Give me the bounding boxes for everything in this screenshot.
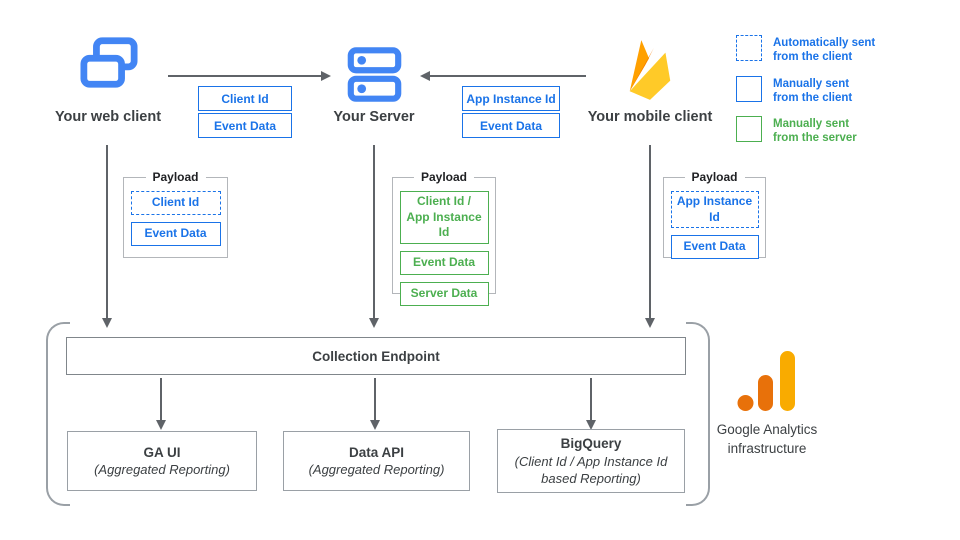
bigquery-subtitle: (Client Id / App Instance Id based Repor… bbox=[514, 453, 668, 486]
mobile-client-label: Your mobile client bbox=[587, 109, 713, 125]
payload-server-event-data: Event Data bbox=[399, 250, 489, 275]
collection-endpoint-box: Collection Endpoint bbox=[66, 337, 686, 375]
flow-label-app-instance-id: App Instance Id bbox=[462, 86, 560, 111]
payload-web-title: Payload bbox=[145, 170, 206, 184]
payload-mobile-title: Payload bbox=[684, 170, 745, 184]
server-icon bbox=[347, 46, 402, 104]
payload-server-title: Payload bbox=[413, 170, 475, 184]
bigquery-title: BigQuery bbox=[560, 435, 622, 451]
payload-web-event-data: Event Data bbox=[130, 222, 221, 246]
flow-label-event-data: Event Data bbox=[198, 113, 292, 138]
ga-ui-subtitle: (Aggregated Reporting) bbox=[94, 462, 230, 478]
payload-server-ids: Client Id /App Instance Id bbox=[399, 191, 489, 244]
legend-swatch-manual-client bbox=[736, 76, 762, 102]
infrastructure-caption: Google Analytics infrastructure bbox=[716, 422, 818, 456]
payload-mobile: Payload App Instance Id Event Data bbox=[663, 170, 766, 260]
legend-swatch-manual-server bbox=[736, 116, 762, 142]
ga-ui-title: GA UI bbox=[143, 444, 181, 460]
web-client-label: Your web client bbox=[54, 109, 162, 125]
infrastructure-bracket-right bbox=[686, 322, 710, 506]
legend-swatch-auto-client bbox=[736, 35, 762, 61]
payload-server: Payload Client Id /App Instance Id Event… bbox=[392, 170, 496, 306]
payload-web-client-id: Client Id bbox=[130, 191, 221, 215]
payload-server-server-data: Server Data bbox=[399, 281, 489, 306]
flow-label-event-data-mobile: Event Data bbox=[462, 113, 560, 138]
data-api-box: Data API (Aggregated Reporting) bbox=[283, 431, 470, 491]
payload-mobile-app-instance-id: App Instance Id bbox=[670, 191, 759, 229]
web-client-icon bbox=[80, 36, 138, 92]
flow-label-client-id: Client Id bbox=[198, 86, 292, 111]
google-analytics-logo bbox=[734, 349, 798, 413]
data-api-subtitle: (Aggregated Reporting) bbox=[308, 462, 445, 478]
bigquery-box: BigQuery (Client Id / App Instance Id ba… bbox=[497, 429, 685, 493]
payload-web: Payload Client Id Event Data bbox=[123, 170, 228, 258]
firebase-flame-icon bbox=[623, 38, 677, 102]
data-api-title: Data API bbox=[348, 444, 404, 460]
ga-ui-box: GA UI (Aggregated Reporting) bbox=[67, 431, 257, 491]
server-label: Your Server bbox=[333, 109, 415, 125]
infrastructure-bracket-left bbox=[46, 322, 70, 506]
payload-mobile-event-data: Event Data bbox=[670, 235, 759, 260]
